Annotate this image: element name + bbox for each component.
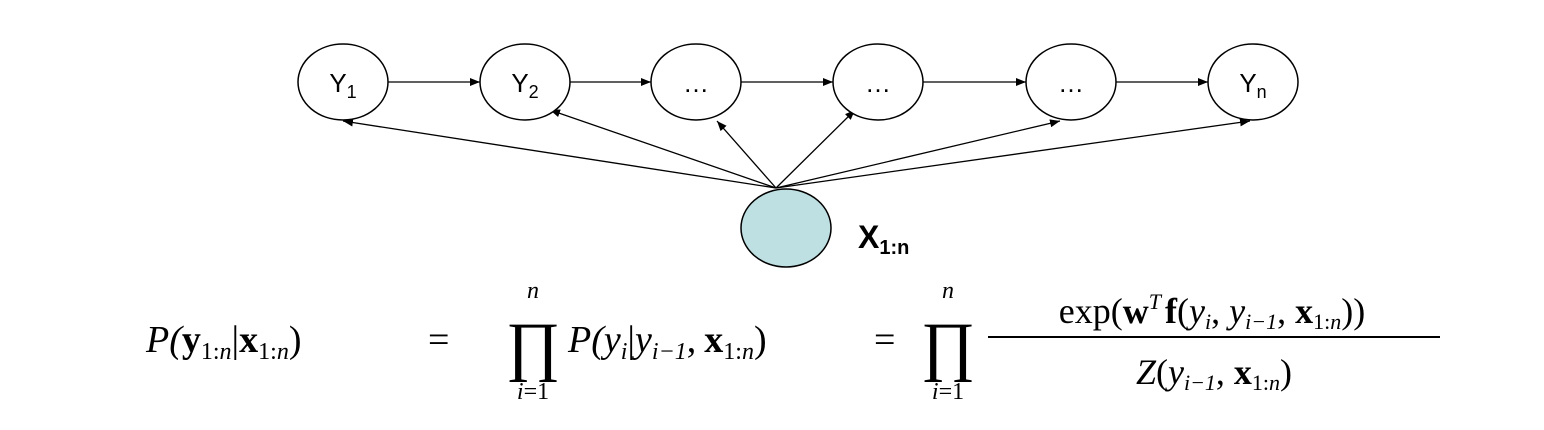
product-symbol: ∏ <box>506 310 560 383</box>
equals-sign-2: = <box>874 319 895 361</box>
equals-sign-1: = <box>428 319 449 361</box>
product-upper-limit: n <box>527 278 539 304</box>
equation: P(y1:n|x1:n) = n ∏ i=1 P(yi|yi−1,x1:n) =… <box>145 278 1440 405</box>
observed-label-subscript: 1:n <box>879 237 909 259</box>
node-subscript: 2 <box>529 82 539 102</box>
edge-observed-4 <box>775 109 856 189</box>
product-lower-limit: i=1 <box>517 379 549 405</box>
svg-text:Y1: Y1 <box>329 68 356 102</box>
node-label: Y <box>329 68 346 98</box>
equation-term-conditional: P(yi|yi−1,x1:n) <box>567 319 767 365</box>
product-upper-limit: n <box>942 278 954 304</box>
observed-node-x <box>740 188 832 268</box>
edge-observed-6 <box>775 118 1251 189</box>
node-ellipsis-2: … <box>832 43 924 121</box>
node-label: Y <box>511 68 528 98</box>
node-y1: Y1 <box>297 43 389 121</box>
node-yn: Yn <box>1207 43 1299 121</box>
node-ellipsis-3: … <box>1025 43 1117 121</box>
edge-observed-2 <box>549 109 777 189</box>
product-symbol: ∏ <box>921 310 975 383</box>
node-y2: Y2 <box>479 43 571 121</box>
edge-observed-3 <box>716 120 777 189</box>
svg-text:Yn: Yn <box>1239 68 1266 102</box>
node-label: … <box>683 68 709 98</box>
equation-lhs: P(y1:n|x1:n) <box>145 319 301 365</box>
edges <box>342 78 1251 189</box>
edge-observed-1 <box>342 118 777 189</box>
edge-observed-5 <box>775 119 1061 189</box>
product-lower-limit: i=1 <box>932 379 964 405</box>
svg-text:Y2: Y2 <box>511 68 538 102</box>
node-subscript: n <box>1257 82 1267 102</box>
node-label: Y <box>1239 68 1256 98</box>
node-ellipsis-1: … <box>650 43 742 121</box>
node-label: … <box>1058 68 1084 98</box>
node-label: … <box>865 68 891 98</box>
observed-label: X1:n <box>858 219 909 259</box>
node-subscript: 1 <box>347 82 357 102</box>
nodes: Y1 Y2 … … … Yn <box>297 43 1299 121</box>
observed-label-main: X <box>858 219 880 255</box>
fraction-denominator: Z(yi−1, x1:n) <box>1136 352 1292 395</box>
